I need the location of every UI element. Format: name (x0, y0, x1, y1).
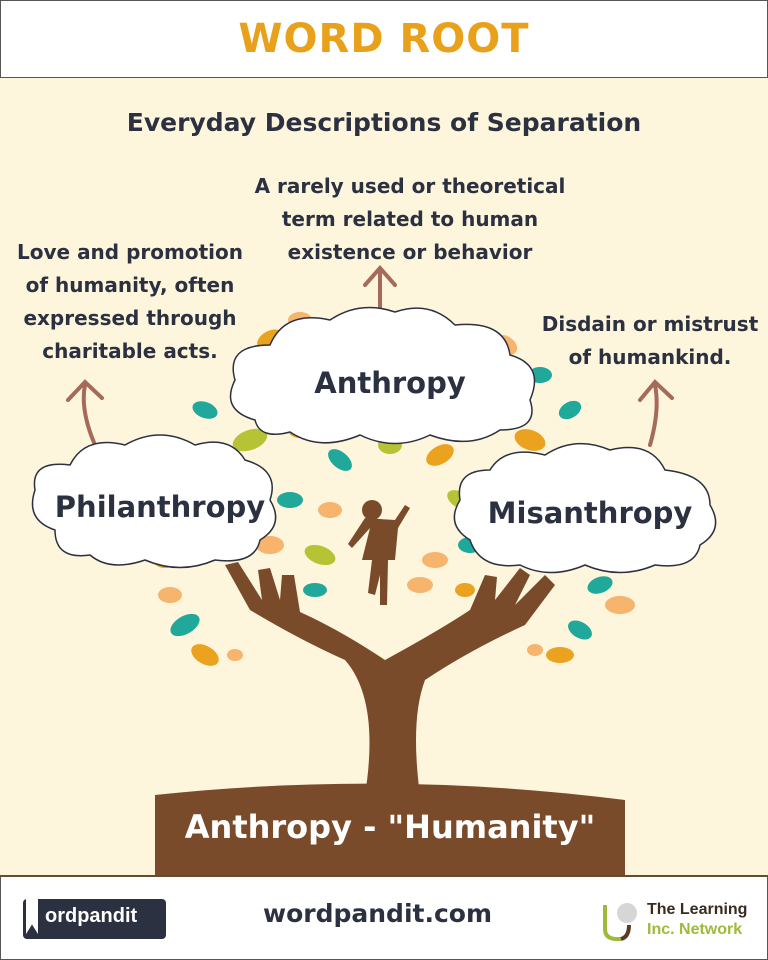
misanthropy-label: Misanthropy (487, 496, 693, 530)
arrows (66, 264, 674, 447)
clouds (31, 306, 717, 574)
wordpandit-logo[interactable]: ordpandit (23, 896, 166, 939)
philanthropy-description: Love and promotion of humanity, often ex… (17, 240, 243, 363)
philanthropy-label: Philanthropy (54, 490, 266, 524)
header: WORD ROOT (0, 0, 768, 78)
misanthropy-description: Disdain or mistrust of humankind. (541, 312, 759, 369)
bookmark-icon (26, 896, 38, 934)
child-figure-icon (348, 500, 410, 605)
network-line2: Inc. Network (647, 921, 743, 938)
footer: ordpandit wordpandit.com The Learning In… (0, 875, 768, 960)
tree-logo-icon (603, 903, 637, 941)
anthropy-label: Anthropy (314, 366, 466, 400)
tree-trunk (155, 562, 625, 878)
learning-network-logo: The Learning Inc. Network (601, 899, 761, 943)
tree-illustration (31, 264, 717, 878)
root-label: Anthropy - "Humanity" (184, 808, 596, 846)
logo-text: ordpandit (45, 905, 138, 927)
site-link[interactable]: wordpandit.com (263, 899, 493, 928)
network-line1: The Learning (647, 901, 748, 918)
page-title: WORD ROOT (238, 16, 530, 62)
subtitle: Everyday Descriptions of Separation (126, 108, 642, 137)
anthropy-description: A rarely used or theoretical term relate… (254, 174, 566, 264)
